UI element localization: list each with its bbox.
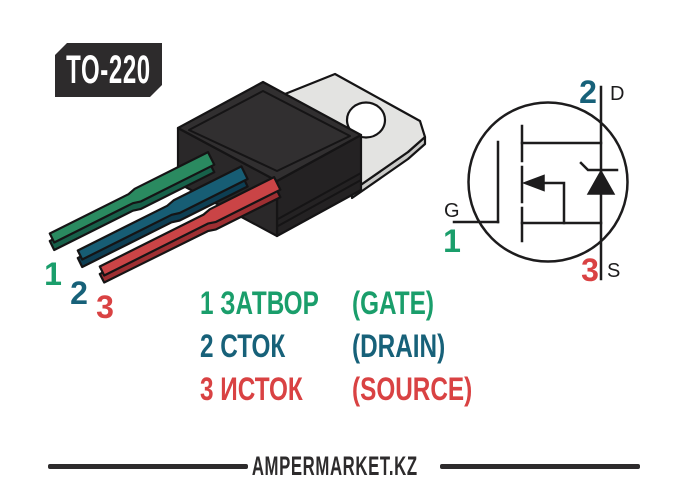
leg-number-2: 2	[70, 275, 88, 311]
footer-divider-left	[48, 464, 248, 469]
drain-leg-top	[76, 165, 249, 261]
body-top-bevel	[188, 90, 351, 172]
body-top-face	[176, 80, 363, 183]
symbol-drain-letter: D	[610, 83, 624, 105]
body-groove-line	[277, 179, 362, 227]
legend-source-ru: 3 ИСТОК	[200, 371, 303, 407]
drain-leg	[76, 165, 249, 269]
leg-number-1: 1	[44, 256, 62, 292]
symbol-source-letter: S	[607, 260, 620, 282]
legend-gate-ru: 1 ЗАТВОР	[200, 285, 319, 321]
body-diode-icon	[586, 169, 616, 195]
symbol-pin-1: 1	[443, 223, 461, 259]
legend-drain-en: (DRAIN)	[352, 328, 446, 364]
body-connection	[539, 181, 566, 225]
footer-divider-right	[440, 464, 640, 469]
brand-name: AMPERMARKET.KZ	[252, 451, 418, 481]
symbol-pin-2: 2	[579, 74, 597, 110]
mosfet-symbol	[452, 85, 629, 281]
package-badge-label: TO-220	[66, 47, 151, 92]
legend-drain-ru: 2 СТОК	[200, 328, 286, 364]
legend-gate-en: (GATE)	[352, 285, 434, 321]
symbol-circle	[467, 101, 629, 263]
body-arrow-icon	[521, 174, 545, 192]
body-groove-line	[277, 172, 362, 220]
gate-leg	[48, 151, 216, 252]
leg-number-3: 3	[96, 289, 114, 325]
source-leg-top	[98, 176, 282, 277]
symbol-gate-letter: G	[444, 200, 460, 222]
gate-leg-top	[48, 151, 216, 244]
source-leg	[98, 176, 282, 284]
mounting-hole-icon	[345, 101, 387, 139]
symbol-pin-3: 3	[581, 252, 599, 288]
package-badge: TO-220	[55, 43, 162, 97]
diode-cathode-bar	[579, 161, 619, 172]
legend-source-en: (SOURCE)	[352, 371, 473, 407]
